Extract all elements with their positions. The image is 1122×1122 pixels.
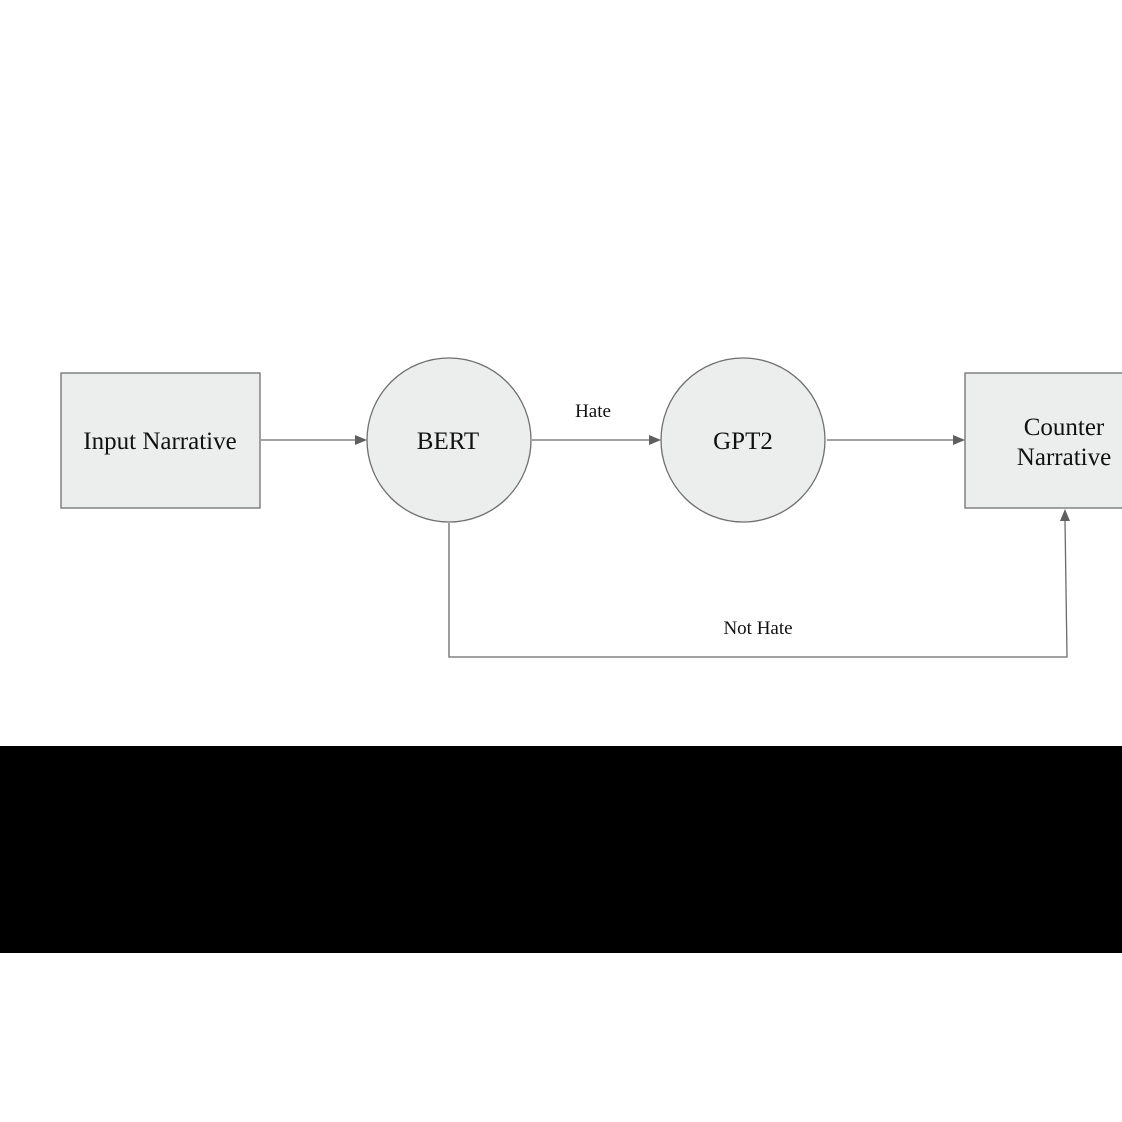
node-input-narrative: Input Narrative: [60, 372, 261, 509]
edge-gpt2-to-counter: [827, 435, 965, 445]
node-counter-narrative: Counter Narrative: [964, 372, 1122, 509]
node-label-input-narrative: Input Narrative: [83, 428, 236, 455]
edge-bert-to-gpt2: [532, 435, 661, 445]
edge-bert-to-counter: [448, 509, 1070, 658]
node-bert: BERT: [366, 357, 532, 523]
arrow-head-icon: [355, 435, 367, 445]
node-label-counter: Counter: [1024, 414, 1105, 441]
node-gpt2: GPT2: [660, 357, 826, 523]
node-label-narrative: Narrative: [1017, 444, 1111, 471]
black-band: [0, 746, 1122, 953]
edge-input-to-bert: [261, 435, 367, 445]
arrow-head-icon: [953, 435, 965, 445]
edge-label-hate: Hate: [575, 401, 611, 422]
node-label-gpt2: GPT2: [713, 428, 773, 455]
node-label-bert: BERT: [417, 428, 479, 455]
edge-label-not-hate: Not Hate: [723, 618, 792, 639]
arrow-head-icon: [1060, 509, 1070, 521]
arrow-head-icon: [649, 435, 661, 445]
